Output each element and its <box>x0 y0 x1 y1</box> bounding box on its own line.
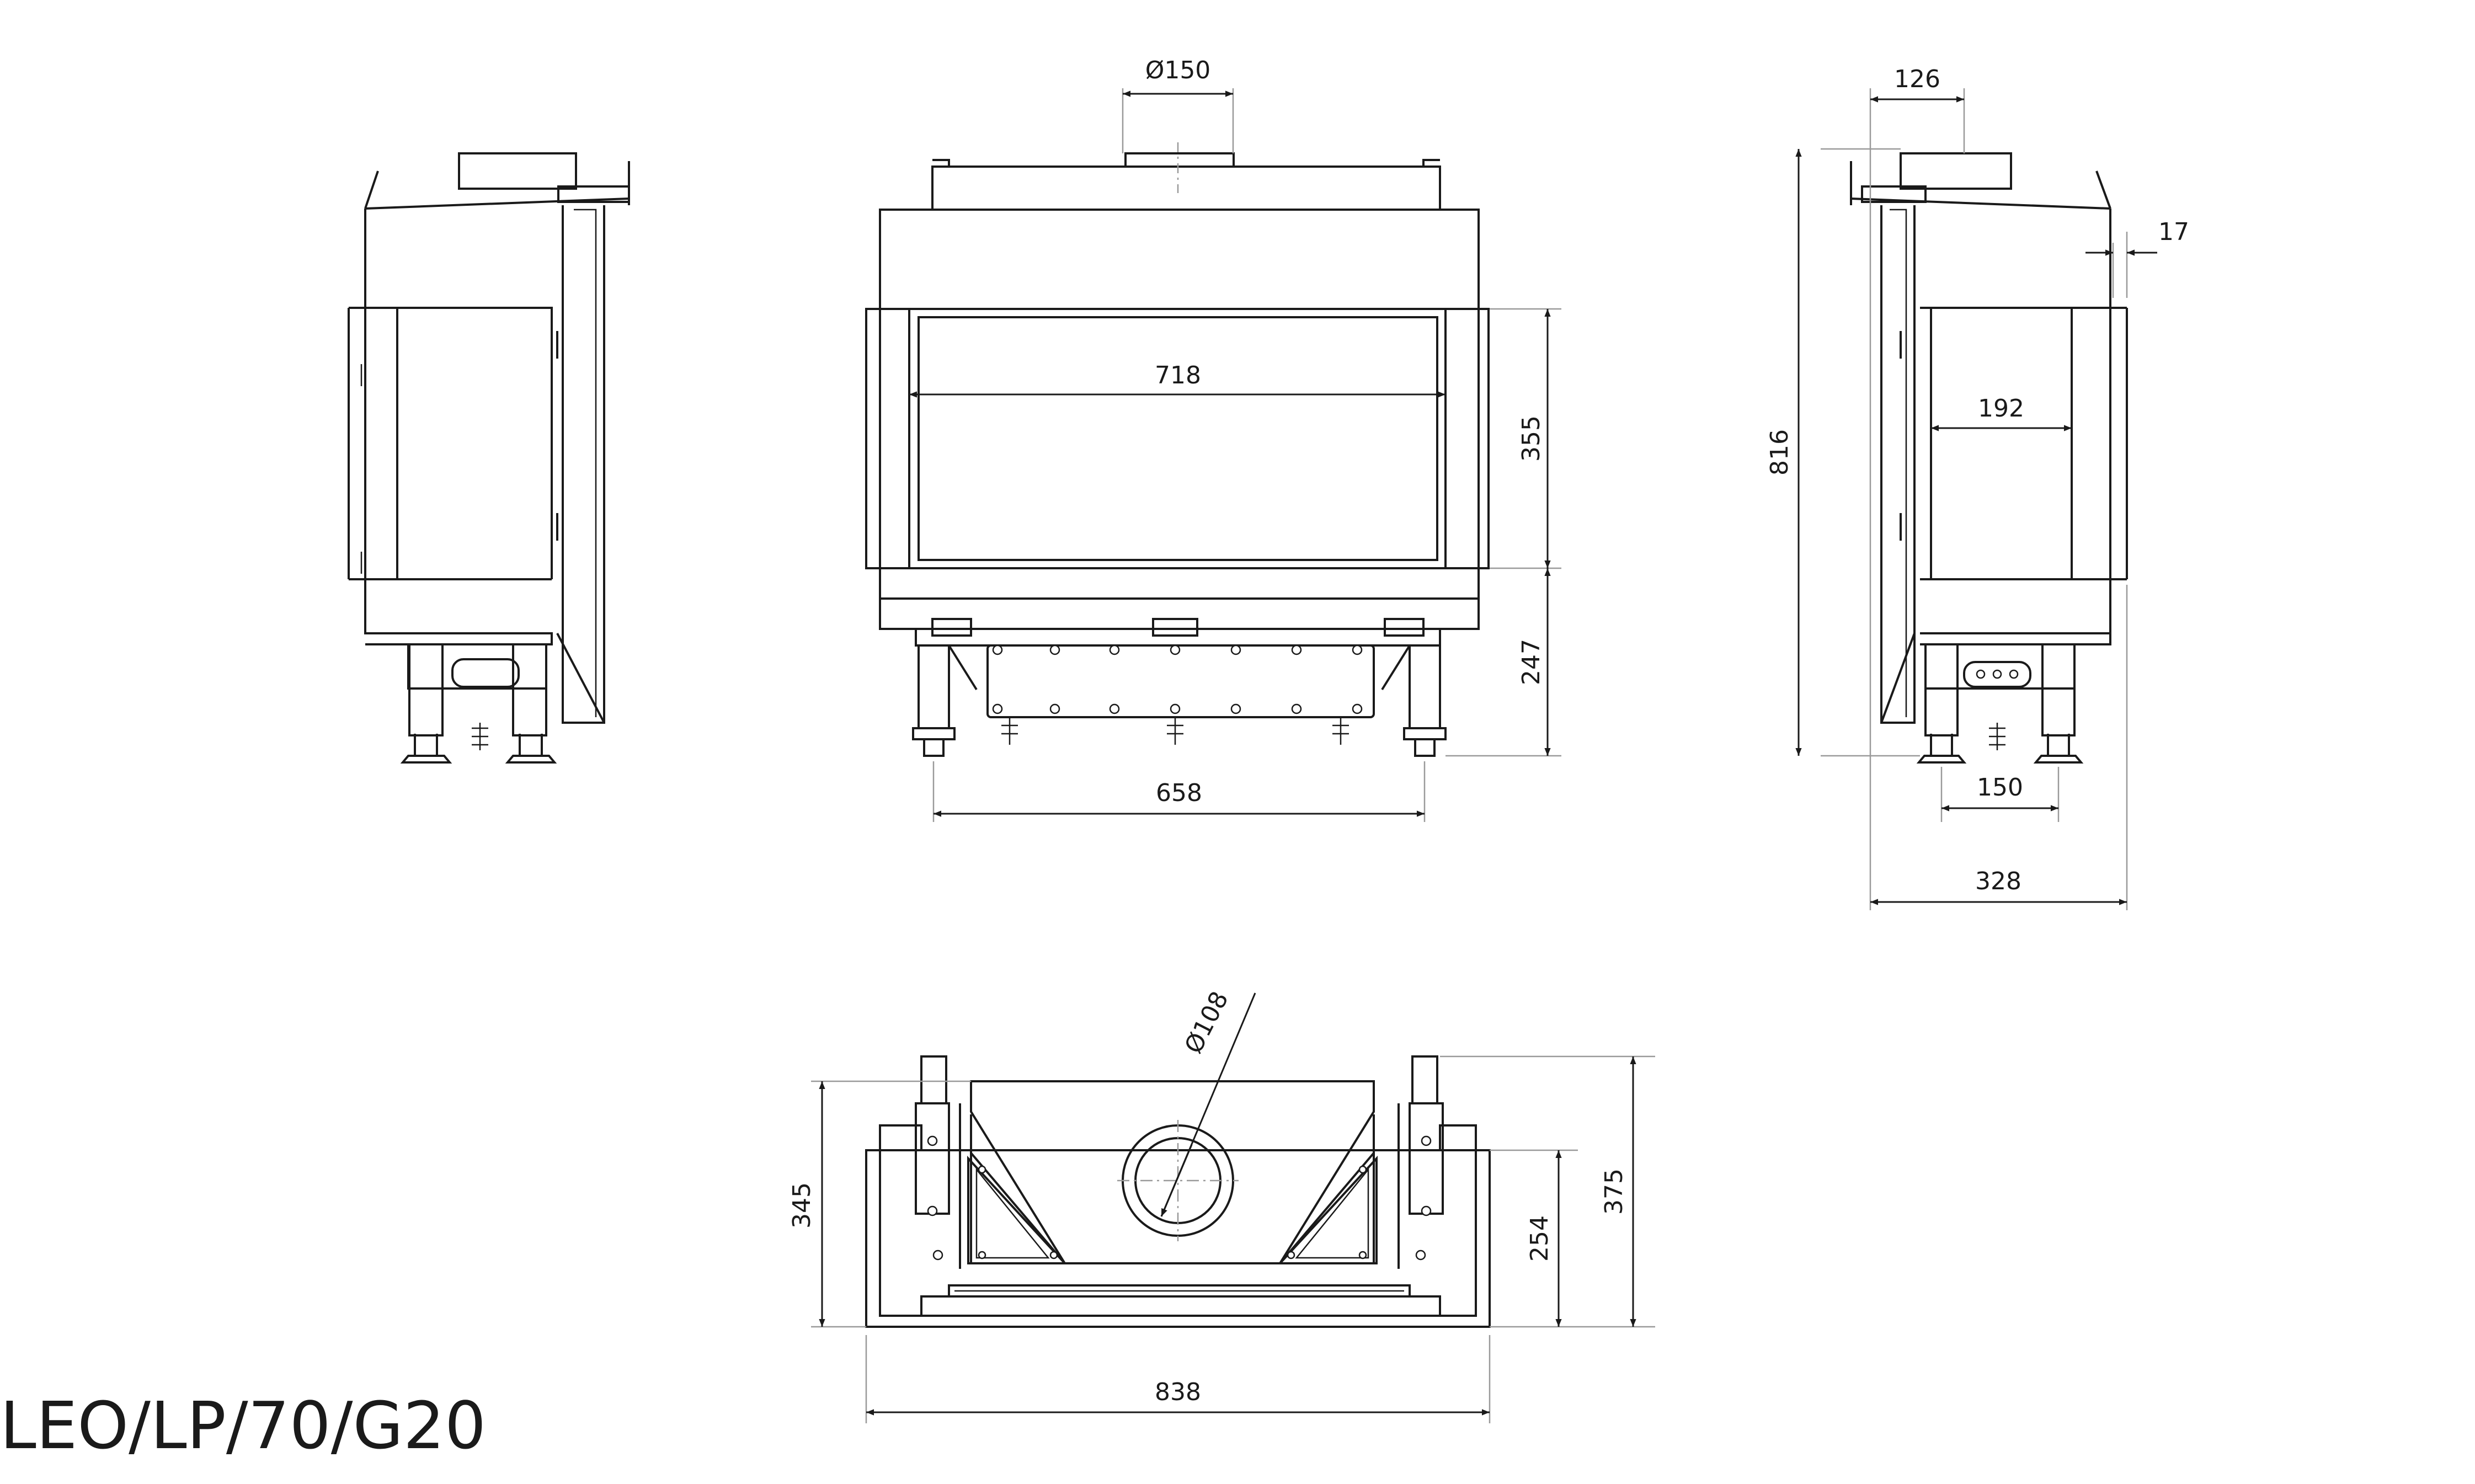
dim-top-depth-254: 254 <box>1525 1215 1554 1262</box>
dim-top-flue-diameter: Ø108 <box>1179 987 1234 1058</box>
model-title: LEO/LP/70/G20 <box>0 1387 486 1464</box>
front-view <box>865 88 1561 822</box>
dim-side-offset: 17 <box>2158 218 2189 246</box>
dim-glass-width: 718 <box>1155 361 1201 389</box>
dim-base-height: 247 <box>1517 639 1545 685</box>
screw-dots-front <box>992 644 1363 714</box>
dim-leg-span: 658 <box>1156 779 1202 807</box>
dim-side-leg-span: 150 <box>1977 773 2023 802</box>
dim-top-depth-345: 345 <box>788 1182 816 1229</box>
dim-top-total-width: 838 <box>1155 1378 1201 1406</box>
left-side-view <box>348 152 630 764</box>
dim-top-depth-375: 375 <box>1600 1168 1628 1215</box>
dim-flue-offset: 126 <box>1894 65 1940 93</box>
right-side-view <box>1795 88 2157 910</box>
dim-total-height: 816 <box>1765 429 1794 476</box>
dim-flue-diameter: Ø150 <box>1145 56 1211 84</box>
dim-total-depth: 328 <box>1975 867 2021 895</box>
top-view <box>811 992 1655 1423</box>
dim-glass-height: 355 <box>1517 415 1545 462</box>
screw-dots-top <box>927 1135 1432 1261</box>
dim-side-glass-width: 192 <box>1978 394 2024 423</box>
